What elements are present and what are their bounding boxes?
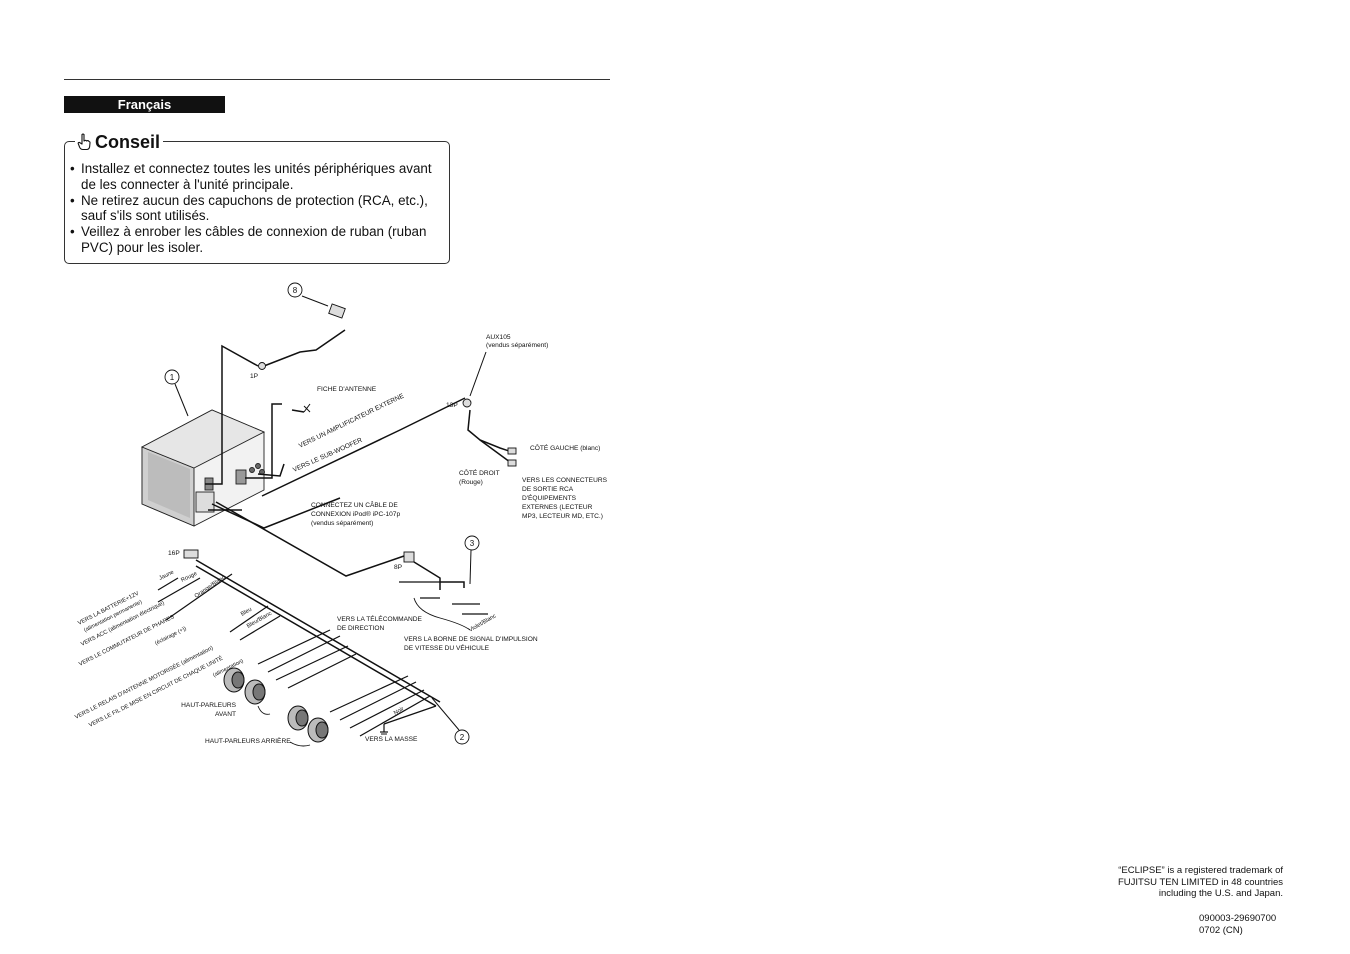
- speed-pulse-label: DE VITESSE DU VÉHICULE: [404, 643, 490, 652]
- rca-output-label: MP3, LECTEUR MD, ETC.): [522, 513, 603, 520]
- head-unit: [140, 409, 266, 527]
- ground-icon: [380, 731, 388, 735]
- callout-1: 1: [164, 369, 180, 385]
- rear-speakers-label: HAUT-PARLEURS ARRIÈRE: [205, 736, 291, 745]
- speaker-icon: [287, 705, 309, 731]
- tip-item: Veillez à enrober les câbles de connexio…: [70, 224, 442, 256]
- speaker-icon: [244, 679, 266, 705]
- tip-box: [64, 141, 450, 264]
- callout-number: 2: [460, 733, 465, 742]
- connector-label-1p: 1P: [250, 373, 259, 380]
- left-side-label: CÔTÉ GAUCHE (blanc): [530, 443, 600, 452]
- speed-pulse-label: VERS LA BORNE DE SIGNAL D'IMPULSION: [404, 636, 538, 643]
- rca-output-label: VERS LES CONNECTEURS: [522, 477, 608, 484]
- brackets: [257, 597, 471, 747]
- connector-label-8p: 8P: [394, 564, 403, 571]
- ground-label: VERS LA MASSE: [365, 736, 418, 743]
- trademark-line: “ECLIPSE” is a registered trademark of: [1118, 865, 1283, 876]
- callout-number: 1: [170, 373, 175, 382]
- wire-color-label: Bleu: [240, 607, 253, 618]
- tip-item: Installez et connectez toutes les unités…: [70, 161, 442, 193]
- antenna-plug-label: FICHE D'ANTENNE: [317, 386, 377, 393]
- tip-list: Installez et connectez toutes les unités…: [70, 161, 442, 256]
- wire-color-label: Jaune: [158, 569, 175, 581]
- ipod-label: (vendus séparément): [311, 520, 373, 527]
- steering-remote-label: VERS LA TÉLÉCOMMANDE: [337, 614, 422, 623]
- ipod-label: CONNEXION iPod® iPC-107p: [311, 510, 400, 518]
- speaker-icon: [223, 667, 245, 693]
- antenna-icon: [303, 403, 311, 413]
- callout-2: 2: [454, 729, 470, 745]
- callout-8: 8: [287, 282, 303, 298]
- callout-number: 8: [293, 286, 298, 295]
- tip-title: Conseil: [95, 131, 161, 152]
- document-code-line: 0702 (CN): [1199, 924, 1243, 936]
- cables: [195, 329, 513, 707]
- aux-model-label: AUX105: [486, 334, 511, 341]
- callout-3: 3: [464, 535, 480, 551]
- unit-power-label: VERS LE FIL DE MISE EN CIRCUIT DE CHAQUE…: [88, 655, 224, 729]
- ipod-label: CONNECTEZ UN CÂBLE DE: [311, 500, 398, 509]
- speaker-icon: [307, 717, 329, 743]
- connector-label-13p: 13P: [446, 402, 458, 409]
- trademark-line: including the U.S. and Japan.: [1158, 888, 1283, 899]
- document-code-line: 090003-29690700: [1199, 913, 1277, 924]
- wire-color-label: Rouge: [180, 571, 198, 584]
- aux-sold-label: (vendus séparément): [486, 342, 548, 349]
- wire-color-label: Violet/Blanc: [468, 613, 498, 634]
- front-speakers-label: HAUT-PARLEURS: [181, 702, 236, 709]
- steering-remote-label: DE DIRECTION: [337, 625, 384, 632]
- pointing-hand-icon: [77, 133, 91, 151]
- right-side-label: CÔTÉ DROIT: [459, 468, 500, 477]
- callout-number: 3: [470, 539, 475, 548]
- rca-output-label: EXTERNES (LECTEUR: [522, 504, 593, 511]
- connectors: [183, 303, 517, 563]
- connector-label-16p: 16P: [168, 550, 180, 557]
- callout-arrows: [174, 295, 487, 731]
- front-speakers-label: AVANT: [215, 711, 236, 718]
- header-rule: [64, 79, 610, 80]
- language-tab: Français: [64, 96, 225, 113]
- document-code: 090003-29690700 0702 (CN): [1199, 913, 1276, 936]
- footer: “ECLIPSE” is a registered trademark of F…: [1091, 865, 1283, 936]
- tip-heading: Conseil: [75, 130, 164, 154]
- right-side-color-label: (Rouge): [459, 479, 483, 486]
- rca-output-label: DE SORTIE RCA: [522, 486, 574, 493]
- harness-branches: [157, 573, 488, 737]
- tip-item: Ne retirez aucun des capuchons de protec…: [70, 193, 442, 225]
- headlight-switch-label: (éclairage (+)): [154, 626, 188, 647]
- trademark-line: FUJITSU TEN LIMITED in 48 countries: [1117, 876, 1283, 888]
- rca-output-label: D'ÉQUIPEMENTS: [522, 493, 577, 502]
- wire-color-label: Noir: [393, 706, 405, 717]
